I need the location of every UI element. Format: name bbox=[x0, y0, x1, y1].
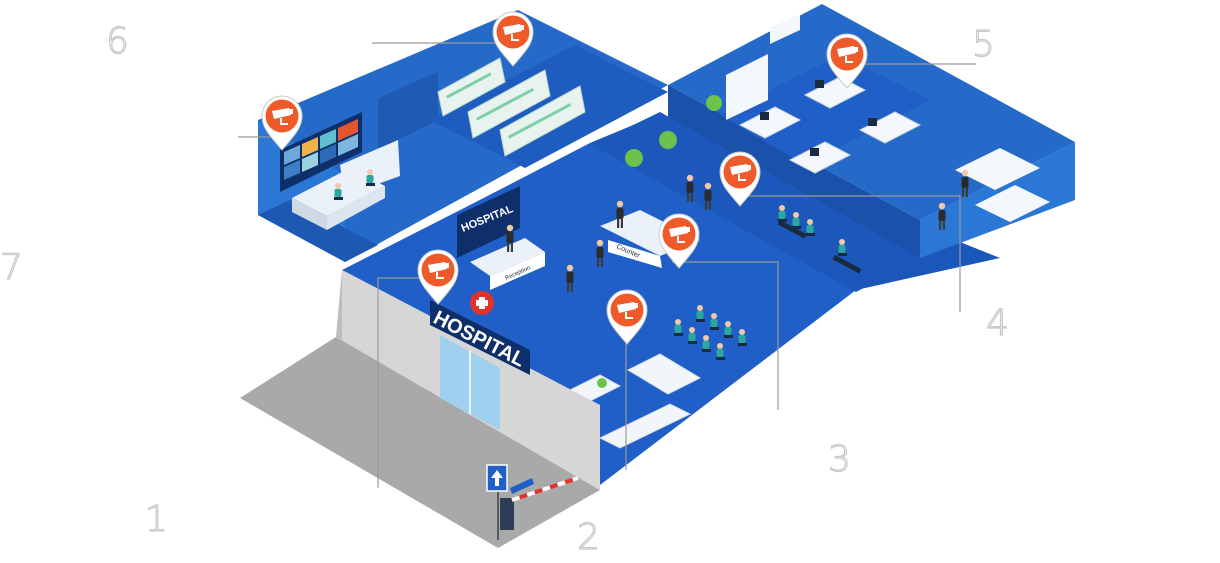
zone-number-4: 4 bbox=[985, 303, 1009, 344]
room-offices bbox=[668, 4, 1075, 258]
barrier-gate-icon bbox=[510, 478, 534, 494]
zone-number-7: 7 bbox=[0, 247, 24, 288]
room-pharmacy bbox=[430, 45, 668, 168]
parking-barrier-gate bbox=[486, 464, 579, 540]
up-arrow-sign-icon bbox=[486, 464, 508, 540]
zone-number-3: 3 bbox=[827, 439, 851, 480]
monitor-wall bbox=[280, 112, 362, 192]
zone-number-1: 1 bbox=[144, 499, 168, 540]
callout-lines bbox=[238, 42, 976, 488]
red-cross-icon bbox=[470, 291, 494, 315]
zone-number-5: 5 bbox=[971, 24, 995, 65]
zone-number-2: 2 bbox=[576, 517, 600, 558]
lobby: HOSPITAL Reception Counter bbox=[457, 186, 747, 449]
waiting-area bbox=[592, 112, 920, 292]
zone-number-6: 6 bbox=[105, 21, 129, 62]
